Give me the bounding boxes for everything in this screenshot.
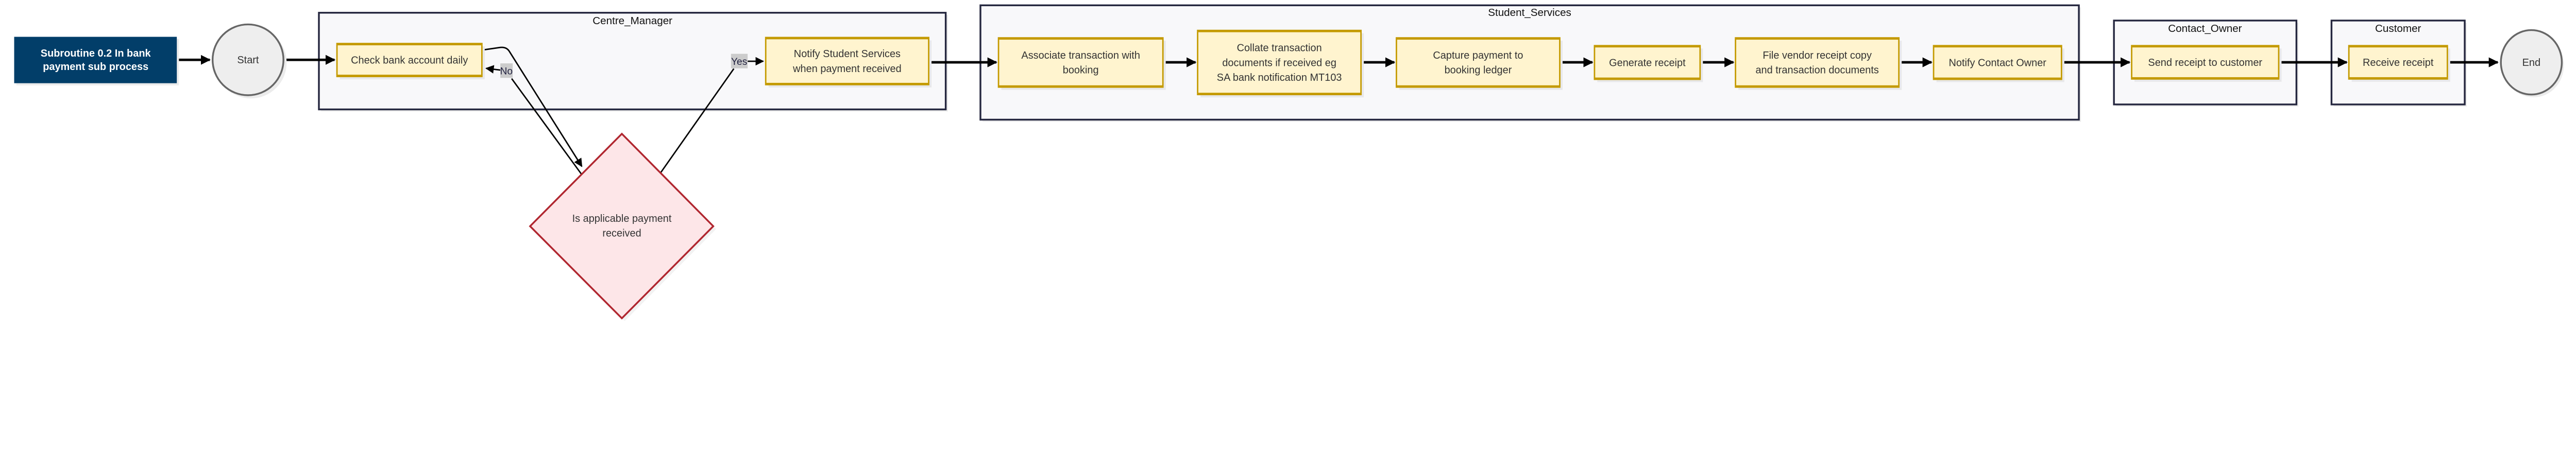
process-node-collate[interactable]: Collate transaction documents if received… (1197, 29, 1364, 98)
node-bottom-bar (1594, 77, 1700, 80)
node-bottom-bar (337, 75, 482, 77)
svg-text:received: received (602, 228, 641, 239)
node-label: Check bank account daily (351, 55, 468, 66)
subroutine-node[interactable]: Subroutine 0.2 In bank payment sub proce… (14, 37, 179, 85)
node-top-bar (2131, 45, 2279, 48)
start-node[interactable]: Start (211, 23, 287, 99)
node-top-bar (1594, 45, 1700, 48)
edge-decision-yes (659, 68, 735, 174)
edge-decision-no (511, 78, 582, 175)
node-label: when payment received (792, 63, 902, 75)
node-box (1594, 45, 1701, 80)
lane-title: Centre_Manager (592, 15, 672, 27)
node-bottom-bar (1934, 77, 2062, 80)
edge-label-no: No (500, 63, 513, 78)
node-label: documents if received eg (1222, 57, 1336, 68)
process-nodes: Check bank account daily Notify Student S… (336, 29, 2450, 98)
node-top-bar (1735, 38, 1899, 40)
edges (177, 46, 2499, 175)
process-node-receive-receipt[interactable]: Receive receipt (2348, 45, 2450, 82)
edge-no-arrow (485, 65, 501, 74)
end-node[interactable]: End (2500, 29, 2564, 98)
node-label: Collate transaction (1237, 42, 1322, 54)
process-node-associate[interactable]: Associate transaction with booking (997, 37, 1166, 90)
svg-text:payment sub process: payment sub process (43, 61, 148, 73)
node-box (1396, 37, 1561, 88)
svg-text:Start: Start (237, 55, 259, 66)
svg-text:Subroutine 0.2 In bank: Subroutine 0.2 In bank (41, 48, 151, 59)
node-bottom-bar (1197, 93, 1361, 95)
node-box (1735, 37, 1900, 88)
process-node-file-vendor[interactable]: File vendor receipt copy and transaction … (1735, 37, 1902, 90)
node-label: and transaction documents (1755, 65, 1878, 76)
node-box (765, 37, 929, 85)
node-bottom-bar (2349, 77, 2448, 79)
flowchart-canvas: Centre_Manager Student_Services Contact_… (14, 4, 2564, 321)
process-node-generate[interactable]: Generate receipt (1594, 45, 1703, 82)
node-label: File vendor receipt copy (1762, 50, 1872, 61)
node-label: SA bank notification MT103 (1217, 72, 1342, 83)
node-top-bar (1934, 45, 2062, 48)
node-label: booking ledger (1445, 65, 1512, 76)
node-bottom-bar (1396, 85, 1560, 88)
process-node-send-receipt[interactable]: Send receipt to customer (2131, 45, 2282, 82)
node-top-bar (766, 37, 929, 40)
edge-check-decision (483, 46, 583, 167)
node-box (997, 37, 1164, 88)
svg-text:End: End (2522, 57, 2540, 68)
node-bottom-bar (1735, 85, 1899, 88)
process-node-notify-co[interactable]: Notify Contact Owner (1933, 45, 2064, 82)
node-top-bar (2349, 45, 2448, 48)
edge-label-yes: Yes (731, 54, 748, 68)
decision-node[interactable]: Is applicable payment received (529, 132, 716, 321)
lane-title: Customer (2375, 23, 2421, 34)
svg-text:Is applicable payment: Is applicable payment (572, 213, 672, 224)
node-top-bar (337, 43, 482, 46)
svg-text:No: No (500, 66, 513, 77)
node-bottom-bar (998, 85, 1163, 88)
node-top-bar (1197, 30, 1361, 32)
node-label: Send receipt to customer (2148, 57, 2262, 68)
node-box (2131, 45, 2280, 80)
node-label: Notify Student Services (794, 48, 901, 60)
process-node-capture[interactable]: Capture payment to booking ledger (1396, 37, 1563, 90)
node-label: Capture payment to (1433, 50, 1523, 61)
node-box (336, 43, 483, 77)
node-label: Notify Contact Owner (1948, 57, 2046, 68)
node-box (1933, 45, 2062, 80)
process-node-notify-ss[interactable]: Notify Student Services when payment rece… (765, 37, 932, 88)
node-label: Receive receipt (2363, 57, 2434, 68)
node-label: booking (1063, 65, 1099, 76)
node-top-bar (998, 38, 1163, 40)
svg-text:Yes: Yes (731, 57, 747, 67)
lane-title: Student_Services (1488, 7, 1571, 19)
node-label: Generate receipt (1609, 57, 1686, 68)
node-top-bar (1396, 38, 1560, 40)
node-bottom-bar (766, 82, 929, 85)
node-label: Associate transaction with (1021, 50, 1140, 61)
node-bottom-bar (2131, 77, 2279, 79)
process-node-check-bank[interactable]: Check bank account daily (336, 43, 485, 80)
lane-title: Contact_Owner (2168, 23, 2242, 34)
